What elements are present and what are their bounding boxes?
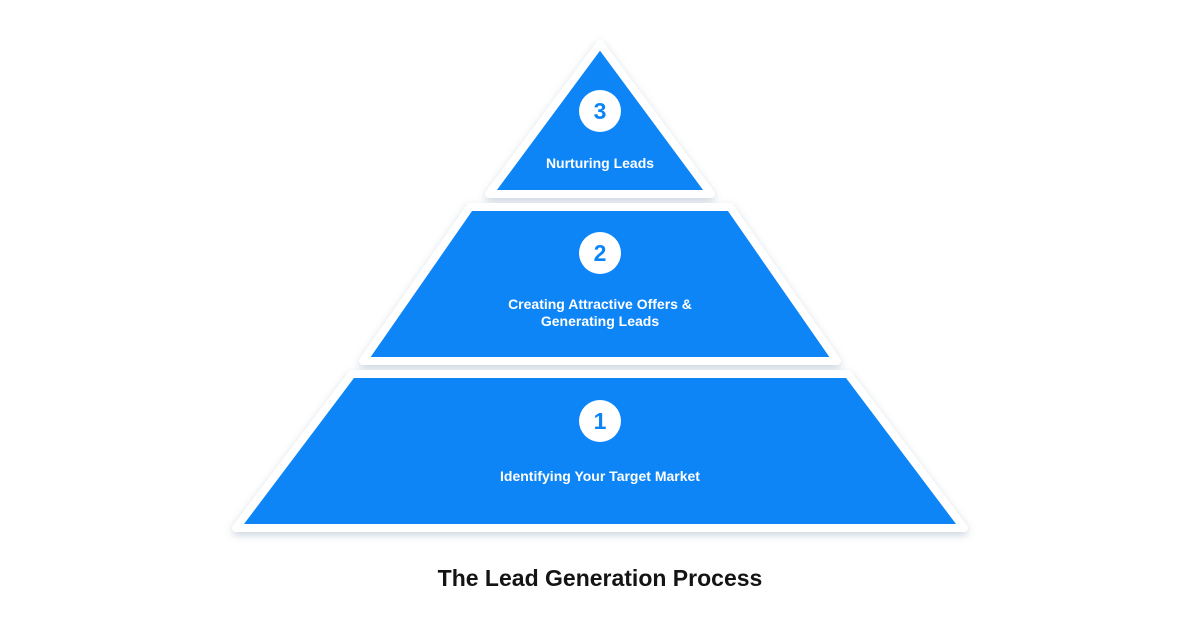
pyramid-tier-2-shape — [359, 203, 841, 365]
pyramid-tier-1-shape — [232, 370, 968, 532]
diagram-title: The Lead Generation Process — [437, 565, 763, 591]
pyramid-tier-3-shape — [485, 40, 715, 198]
